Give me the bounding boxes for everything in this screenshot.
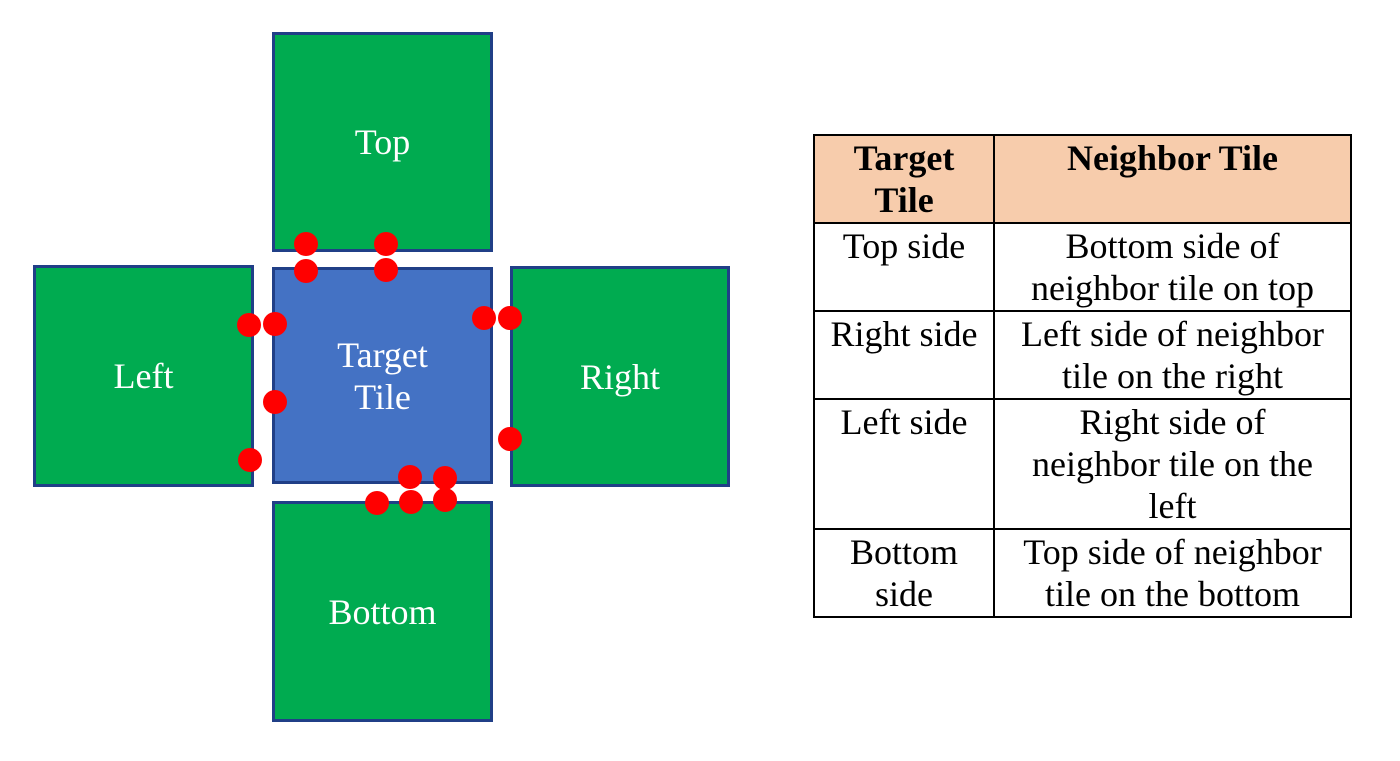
- tile-bottom-label: Bottom: [328, 591, 437, 632]
- cell-neighbor-side: Right side of neighbor tile on the left: [993, 398, 1352, 530]
- tile-right-label: Right: [579, 356, 660, 397]
- tile-bottom: Bottom: [272, 501, 493, 722]
- table-row: Bottom side Top side of neighbor tile on…: [813, 528, 1352, 618]
- cell-target-side: Top side: [813, 222, 995, 312]
- table-row: Top side Bottom side of neighbor tile on…: [813, 222, 1352, 312]
- cell-neighbor-side: Bottom side of neighbor tile on top: [993, 222, 1352, 312]
- table-row: Right side Left side of neighbor tile on…: [813, 310, 1352, 400]
- neighbor-table: Target Tile Neighbor Tile Top side Botto…: [813, 134, 1352, 618]
- cell-neighbor-side: Top side of neighbor tile on the bottom: [993, 528, 1352, 618]
- tile-target: Target Tile: [272, 267, 493, 484]
- table-row: Left side Right side of neighbor tile on…: [813, 398, 1352, 530]
- tile-top-label: Top: [354, 122, 411, 162]
- table-header-row: Target Tile Neighbor Tile: [813, 134, 1352, 224]
- tile-right: Right: [510, 266, 730, 487]
- cell-neighbor-side: Left side of neighbor tile on the right: [993, 310, 1352, 400]
- header-target-tile: Target Tile: [813, 134, 995, 224]
- tile-top: Top: [272, 32, 493, 252]
- cell-target-side: Bottom side: [813, 528, 995, 618]
- cell-target-side: Right side: [813, 310, 995, 400]
- cell-target-side: Left side: [813, 398, 995, 530]
- tile-left-label: Left: [113, 356, 174, 396]
- tile-left: Left: [33, 265, 254, 487]
- tile-target-label: Target Tile: [337, 334, 428, 417]
- header-neighbor-tile: Neighbor Tile: [993, 134, 1352, 224]
